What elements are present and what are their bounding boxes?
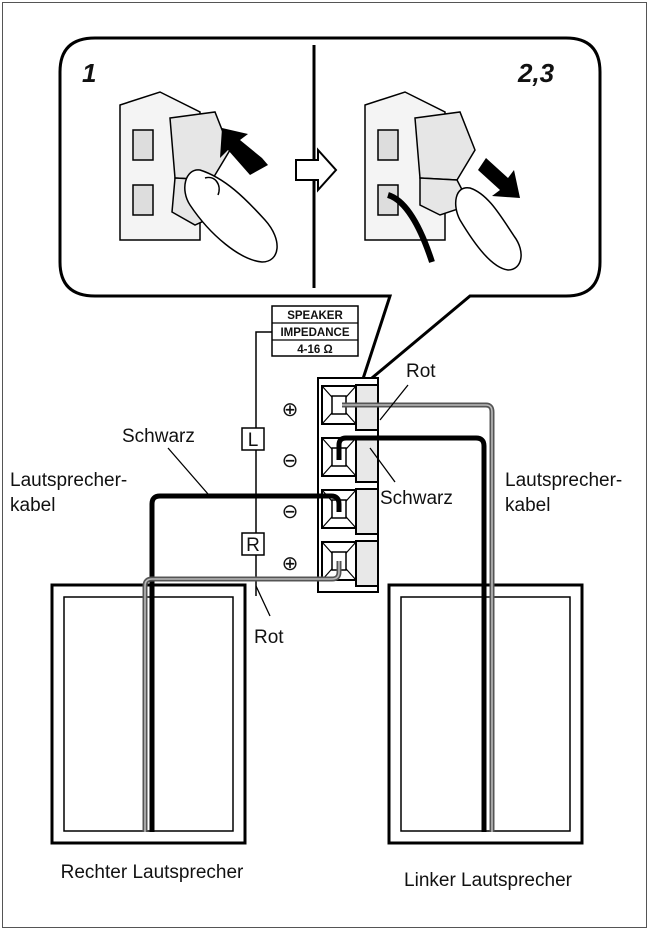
wire-black-right-speaker xyxy=(149,493,342,832)
right-channel-box xyxy=(241,532,265,556)
label-schwarz-mid: Schwarz xyxy=(380,488,453,509)
left-channel-box xyxy=(241,427,265,451)
label-cable-left-1: Lautsprecher- xyxy=(10,470,127,491)
label-right-speaker: Rechter Lautsprecher xyxy=(61,862,244,883)
step-1-label: 1 xyxy=(82,58,96,88)
left-channel-label: L xyxy=(248,430,259,451)
plus-sign-left-top: ⊕ xyxy=(282,399,299,421)
label-cable-left-2: kabel xyxy=(10,495,55,516)
minus-sign-left: ⊖ xyxy=(282,450,299,472)
label-rot-top: Rot xyxy=(406,361,436,382)
impedance-line-3: 4-16 Ω xyxy=(297,344,332,356)
push-arrow-icon xyxy=(220,128,268,175)
label-left-speaker: Linker Lautsprecher xyxy=(404,870,573,891)
right-channel-label: R xyxy=(246,535,260,556)
leader-schwarz-mid xyxy=(369,447,396,483)
label-cable-right-2: kabel xyxy=(505,495,550,516)
impedance-line-2: IMPEDANCE xyxy=(280,327,349,339)
step-2-3-label: 2,3 xyxy=(517,58,555,88)
label-cable-right-1: Lautsprecher- xyxy=(505,470,622,491)
speaker-impedance-label: SPEAKER IMPEDANCE 4-16 Ω xyxy=(271,305,359,357)
wire-black-left-speaker xyxy=(336,435,487,832)
channel-bracket xyxy=(255,331,272,596)
inserted-wire xyxy=(386,192,435,263)
impedance-line-1: SPEAKER xyxy=(287,310,343,322)
minus-sign-right: ⊖ xyxy=(282,501,299,523)
label-schwarz-top: Schwarz xyxy=(122,426,195,447)
clip-terminal-illustration-2 xyxy=(364,91,522,271)
clip-terminal-illustration-1 xyxy=(119,91,278,263)
next-step-arrow-icon xyxy=(295,147,338,193)
leader-rot-top xyxy=(379,384,409,421)
leader-rot-bottom xyxy=(255,585,271,617)
plus-sign-right: ⊕ xyxy=(282,553,299,575)
right-speaker-box xyxy=(50,583,247,845)
release-arrow-icon xyxy=(478,158,520,198)
leader-schwarz-top xyxy=(167,447,209,495)
label-rot-bottom: Rot xyxy=(254,627,284,648)
